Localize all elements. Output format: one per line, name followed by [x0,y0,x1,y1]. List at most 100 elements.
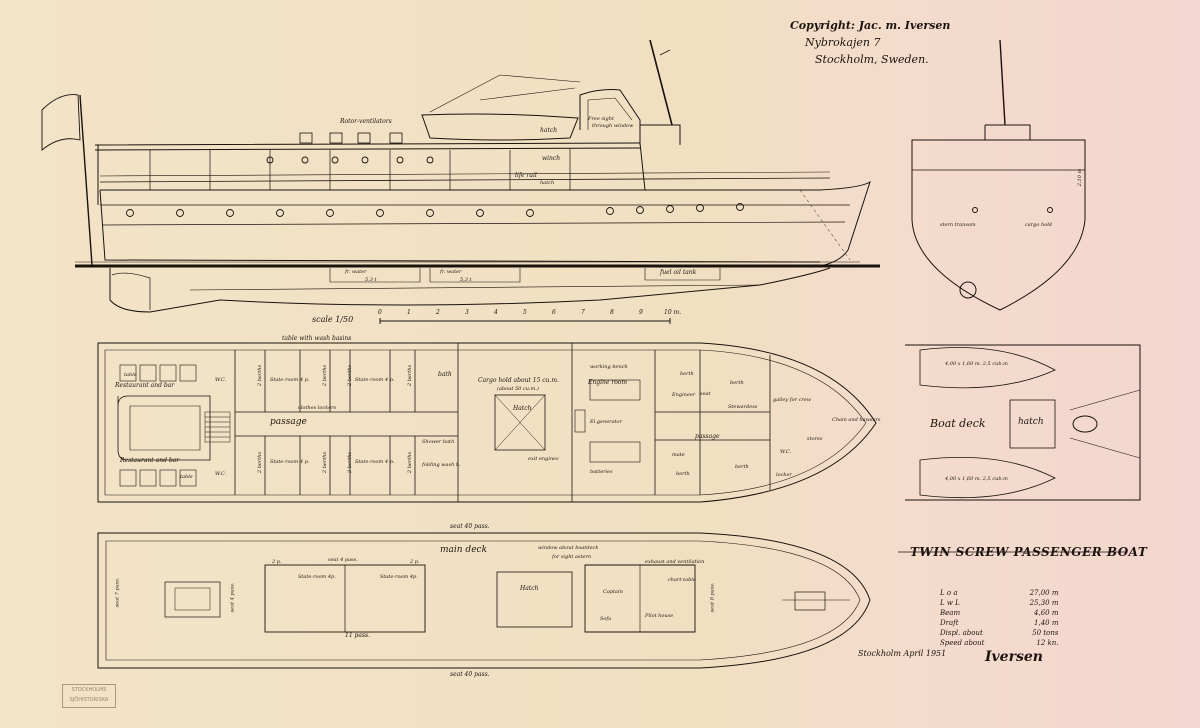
scale-tick-9: 9 [639,309,643,316]
shower-bath-label: Shower bath [422,439,455,445]
spec-label: Draft [940,619,959,627]
spec-label: Beam [940,609,961,617]
spec-row: Beam 4,60 m [938,608,1060,618]
spec-value: 1,40 m [1034,619,1059,627]
scale-tick-2: 2 [436,309,440,316]
restaurant-bar-bottom-label: Restaurant and bar [120,457,180,464]
scale-tick-1: 1 [407,309,411,316]
state-room-2: State-room 4 p. [355,377,395,383]
state-room-1: State-room 4 p. [270,377,310,383]
two-pass-b: 2 p. [410,559,420,565]
cargo-hold-label: Cargo hold about 15 cu.m. [478,377,560,384]
cargo-hold-sub-label: (about 50 cu.m.) [497,386,539,392]
window-note-2-label: for sight astern [552,554,592,560]
main-hatch-label: Hatch [520,585,539,592]
stewardess-cabin-label: Stewardess [728,404,758,410]
spec-row: Speed about 12 kn. [938,638,1060,648]
spec-label: Speed about [940,639,985,647]
lifeboat-top-dims: 4,00 x 1,60 m. 2,5 cub.m [945,361,1008,367]
chart-table-label: chart-table [668,577,696,583]
main-state-room-b: State-room 4p. [380,574,418,580]
fwd-passage-label: passage [695,433,720,440]
tank-1-capacity: 5,3 t [365,277,377,283]
scale-tick-6: 6 [552,309,556,316]
berth-label-4: 2 berths [407,364,414,387]
scale-tick-7: 7 [581,309,585,316]
place-date-label: Stockholm April 1951 [858,649,947,658]
spec-value: 12 kn. [1036,639,1059,647]
scale-tick-4: 4 [494,309,498,316]
scale-label: scale 1/50 [312,315,354,324]
stern-transom-label: stern transom [940,222,976,228]
scale-tick-0: 0 [378,309,382,316]
city-line: Stockholm, Sweden. [815,53,929,66]
two-pass-a: 2 p. [272,559,282,565]
boat-deck-plan [905,344,1141,501]
fuel-oil-tank-label: fuel oil tank [660,269,697,276]
scale-tick-8: 8 [610,309,614,316]
fresh-water-2-label: fr. water [440,269,462,275]
archive-stamp: STOCKHOLMS SJÖHISTORISKA [62,684,116,708]
free-sight-label: Free sight [588,116,614,122]
main-state-room-a: State-room 4p. [298,574,336,580]
restaurant-table-1: table [124,372,137,378]
through-window-label: through window [592,123,634,129]
boat-deck-label: Boat deck [930,417,986,430]
spec-row: Displ. about 50 tons [938,628,1060,638]
exhaust-label: exhaust and ventilation [645,559,705,565]
mate-cabin-label: mate [672,452,685,458]
cargo-hatch-label: Hatch [513,405,532,412]
locker-label: locker [776,472,792,478]
stores-label: stores [807,436,823,442]
spec-label: Displ. about [940,629,983,637]
rotor-ventilators-label: Rotor-ventilators [340,118,392,125]
spec-value: 25,30 m [1029,599,1059,607]
galley-for-crew-label: galley for crew [773,397,812,403]
berth-label-1: 2 berths [257,364,264,387]
drawing-title: TWIN SCREW PASSENGER BOAT [910,545,1148,559]
spec-value: 50 tons [1032,629,1059,637]
seat-8-pass-label: seat 8 pass. [709,582,716,613]
el-generator-label: El.generator [590,419,622,425]
working-bench-label: working bench [590,364,628,370]
copyright-line: Copyright: Jac. m. Iversen [790,19,951,32]
berth-label-8: 2 berths [407,451,414,474]
winch-label: winch [542,155,561,162]
spec-row: L w L 25,30 m [938,598,1060,608]
section-height-dim: 2,10 m [1077,168,1084,187]
table-wash-basins-label: table with wash basins [282,335,352,342]
tank-2-capacity: 5,3 t [460,277,472,283]
address-line: Nybrokajen 7 [805,36,881,49]
main-deck-plan [97,532,871,669]
batteries-label: batteries [590,469,613,475]
restaurant-bar-top-label: Restaurant and bar [115,382,175,389]
passage-label: passage [270,417,307,427]
signature: Iversen [985,649,1043,665]
boat-hatch-label: hatch [540,127,558,134]
scale-tick-10: 10 m. [664,309,682,316]
seat-40-top: seat 40 pass. [450,523,490,530]
berth-fwd-top-1: berth [680,371,694,377]
folding-wash-label: folding wash b. [422,462,461,468]
berth-label-7: 2 berths [347,451,354,474]
engine-room-label: Engine room [588,379,628,386]
berth-fwd-bottom-2: berth [735,464,749,470]
seat-7-pass-label: seat 7 pass. [114,577,121,608]
seat-40-bottom: seat 40 pass. [450,671,490,678]
captain-label: Captain [603,589,623,595]
spec-label: L w L [940,599,960,607]
scale-tick-5: 5 [523,309,527,316]
fresh-water-1-label: fr. water [345,269,367,275]
window-note-label: window about boatdeck [538,545,599,551]
scale-tick-3: 3 [465,309,469,316]
bath-label: bath [438,371,452,378]
chain-hawsers-label: Chain and hawsers [832,417,881,423]
berth-fwd-bottom-1: berth [676,471,690,477]
lower-deck-plan [97,342,877,503]
spec-value: 4,60 m [1034,609,1059,617]
lifeboat-bottom-dims: 4,00 x 1,60 m. 2,5 cub.m [945,476,1008,482]
berth-label-5: 2 berths [257,451,264,474]
